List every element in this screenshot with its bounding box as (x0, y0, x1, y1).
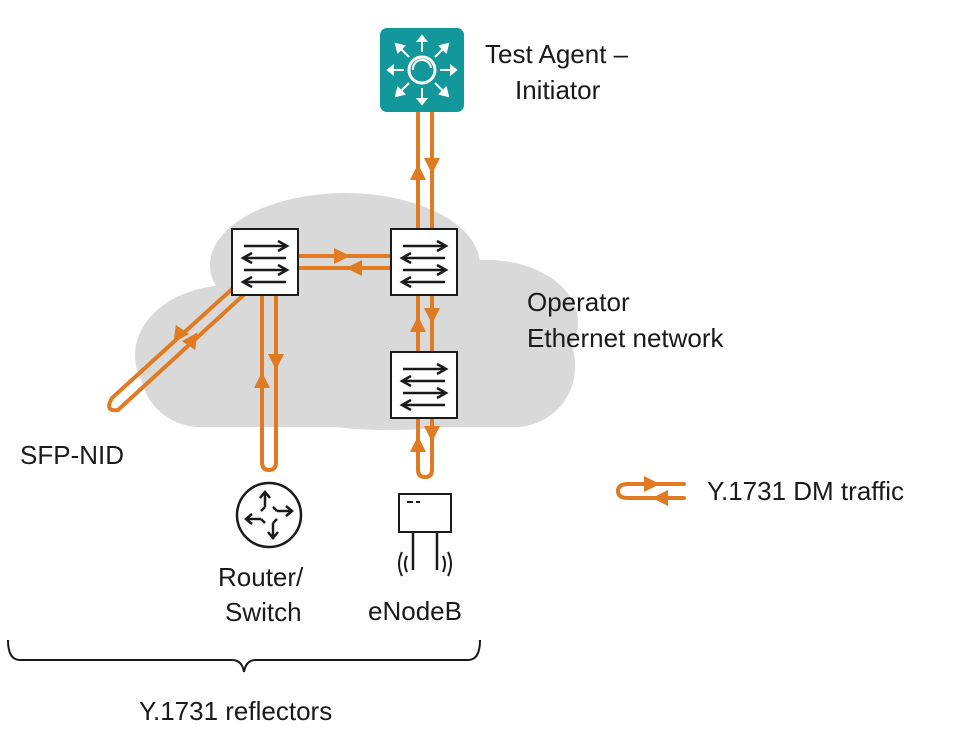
dm-traffic-paths (107, 110, 440, 479)
legend-swatch (616, 482, 686, 500)
traffic-path-router (260, 293, 278, 472)
network-label-line1: Operator (527, 287, 630, 317)
traffic-path-sfp-nid (107, 278, 268, 413)
initiator-label-line1: Test Agent – (485, 39, 629, 69)
operator-network-cloud (135, 193, 578, 430)
router-label-line1: Router/ (218, 562, 304, 592)
network-label-line2: Ethernet network (527, 323, 725, 353)
sfp-nid-label: SFP-NID (20, 440, 124, 470)
legend-label: Y.1731 DM traffic (707, 476, 904, 506)
initiator-label-line2: Initiator (515, 75, 601, 105)
reflectors-brace (7, 639, 481, 673)
traffic-path-enodeb (416, 416, 434, 479)
router-icon (235, 481, 303, 549)
enodeb-label: eNodeB (368, 596, 462, 626)
router-label-line2: Switch (225, 597, 302, 627)
test-agent-icon (380, 28, 464, 112)
enodeb-icon (398, 493, 452, 577)
ethernet-switch-icon (389, 350, 459, 420)
legend: Y.1731 DM traffic (616, 476, 904, 506)
ethernet-switch-icon (230, 227, 300, 297)
ethernet-switch-icon (389, 227, 459, 297)
reflectors-label: Y.1731 reflectors (139, 696, 332, 726)
